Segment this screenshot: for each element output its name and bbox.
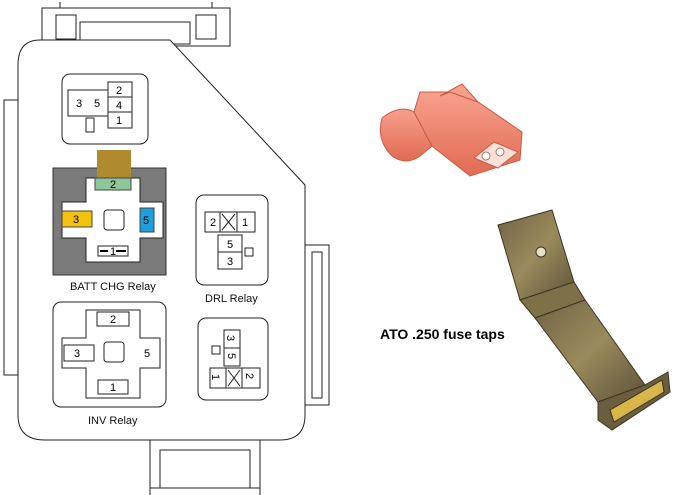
top-relay-pin-5: 5 [94,98,100,110]
batt-chg-pin-5: 5 [143,215,149,227]
batt-chg-pin-1: 1 [110,246,116,258]
drl-pin-5: 5 [227,239,233,251]
inv-relay-label: INV Relay [88,415,138,427]
batt-chg-relay-label: BATT CHG Relay [70,281,156,293]
small-relay-pin-5: 5 [225,353,237,359]
drl-pin-1: 1 [242,217,248,229]
small-relay-pin-2: 2 [243,373,255,379]
small-relay-socket: 3 5 2 1 [197,317,269,401]
fuse-tap-caption: ATO .250 fuse taps [380,326,505,342]
drl-relay-socket: 2 1 5 3 [195,194,269,286]
top-relay-pin-3: 3 [76,98,82,110]
top-relay-pin-2: 2 [116,85,122,97]
top-relay-pin-4: 4 [116,100,122,112]
top-relay-socket: 3 5 2 4 1 [61,73,149,145]
drl-relay-label: DRL Relay [205,293,258,305]
inv-pin-1: 1 [110,382,116,394]
drl-pin-2: 2 [210,217,216,229]
small-relay-pin-3: 3 [224,335,236,341]
top-relay-pin-1: 1 [116,115,122,127]
batt-chg-pin-2: 2 [110,179,116,191]
drl-pin-3: 3 [227,256,233,268]
inv-pin-5: 5 [144,348,150,360]
small-relay-pin-1: 1 [209,374,221,380]
batt-chg-pin-3: 3 [73,214,79,226]
inv-pin-2: 2 [110,314,116,326]
brass-fuse-tap [497,209,671,431]
inv-pin-3: 3 [74,348,80,360]
pink-spade-connector [379,83,523,177]
inv-relay-socket: 2 3 5 1 [52,301,167,408]
batt-chg-relay-socket: 2 3 5 1 [52,150,167,276]
